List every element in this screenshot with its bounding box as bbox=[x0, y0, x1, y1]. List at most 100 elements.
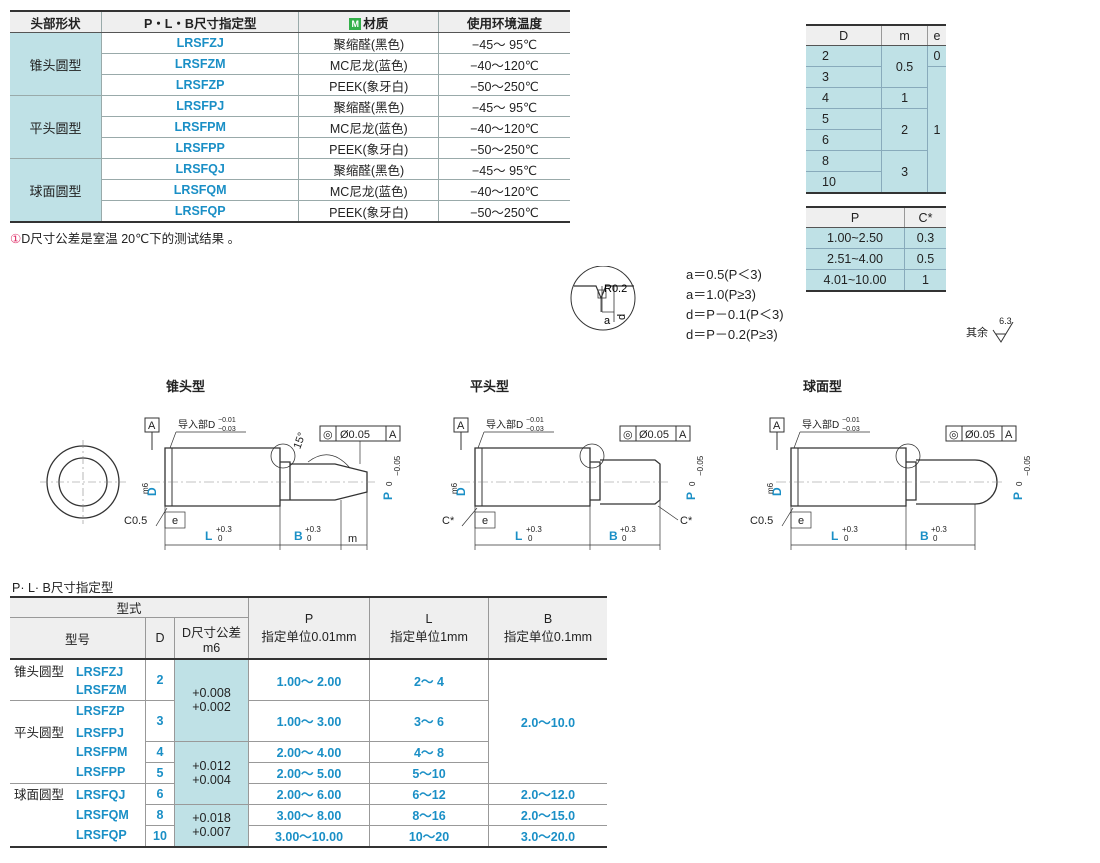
end-view-diagram bbox=[40, 440, 126, 524]
model-code: LRSFZP bbox=[76, 704, 125, 718]
table-row: 平头圆型 LRSFPJ 聚缩醛(黑色) −45～ 95℃ bbox=[10, 95, 570, 159]
p-tol-upper: 0 bbox=[1015, 481, 1024, 486]
header-plb-type: P・L・B尺寸指定型 bbox=[100, 10, 299, 33]
model-cell: LRSFQP bbox=[10, 825, 146, 848]
tol-lower: +0.004 bbox=[192, 772, 231, 787]
model-code: LRSFQM bbox=[100, 179, 299, 201]
b-value: 2.0～12.0 bbox=[488, 783, 607, 805]
note-text: D尺寸公差是室温 20℃下的测试结果 。 bbox=[21, 232, 241, 246]
concentricity-datum: A bbox=[1005, 429, 1013, 441]
table-row: LRSFPP 5 2.00～ 5.00 5～10 bbox=[10, 762, 607, 784]
header-l-unit: 指定单位1mm bbox=[390, 629, 468, 644]
table-row: LRSFZP 3 1.00～ 3.00 3～ 6 bbox=[10, 700, 607, 742]
model-code: LRSFQP bbox=[76, 828, 127, 843]
cstar-right-label: C* bbox=[680, 515, 693, 527]
concentricity-datum: A bbox=[389, 429, 397, 441]
p-tol-lower: −0.05 bbox=[1023, 455, 1030, 476]
b-value: 3.0～20.0 bbox=[488, 825, 607, 848]
temperature: −50～250℃ bbox=[438, 74, 570, 96]
d-dim-sub: m6 bbox=[141, 482, 150, 494]
groove-detail-diagram: R0.2 a d bbox=[570, 266, 636, 331]
d-value: 3 bbox=[145, 700, 175, 742]
tol-value: +0.012 +0.004 bbox=[174, 741, 249, 805]
l-value: 6～12 bbox=[369, 783, 489, 805]
temperature: −40～120℃ bbox=[438, 53, 570, 75]
l-value: 5～10 bbox=[369, 762, 489, 784]
header-p: P bbox=[806, 206, 905, 228]
d-value: 8 bbox=[145, 804, 175, 826]
roughness-symbol-icon: 6.3 bbox=[991, 316, 1015, 343]
table-row: LRSFPM MC尼龙(蓝色) −40～120℃ bbox=[10, 116, 570, 138]
l-tol-lower: 0 bbox=[218, 534, 223, 543]
model-code: LRSFPJ bbox=[76, 725, 124, 740]
header-b-title: B bbox=[543, 611, 553, 626]
flat-type-drawing: A 导入部D −0.01 −0.03 ◎ Ø0.05 A D m6 P 0 −0… bbox=[442, 417, 705, 550]
header-d: D bbox=[145, 617, 175, 660]
b-tol-upper: +0.3 bbox=[620, 525, 636, 534]
d-value: 5 bbox=[145, 762, 175, 784]
model-cell: LRSFPM bbox=[10, 741, 146, 762]
ball-type-drawing: A 导入部D −0.01 −0.03 ◎ Ø0.05 A D m6 P 0 −0… bbox=[750, 417, 1030, 550]
model-code: LRSFZJ bbox=[76, 664, 124, 679]
model-code: LRSFQJ bbox=[76, 788, 126, 803]
l-value: 3～ 6 bbox=[369, 700, 489, 742]
model-cell: LRSFZM bbox=[10, 680, 146, 701]
b-tol-upper: +0.3 bbox=[931, 525, 947, 534]
d-value: 10 bbox=[806, 171, 882, 194]
shape-flat: 平头圆型 bbox=[10, 95, 102, 159]
temperature: −45～ 95℃ bbox=[438, 95, 570, 117]
note-mark-icon: ① bbox=[10, 232, 22, 246]
cone-angle: 15° bbox=[291, 431, 308, 451]
table-row: LRSFQM 8 +0.018 +0.007 3.00～ 8.00 8～16 2… bbox=[10, 804, 607, 848]
header-b-unit: 指定单位0.1mm bbox=[503, 629, 593, 644]
header-tol-grade: m6 bbox=[202, 640, 221, 655]
header-head-shape: 头部形状 bbox=[10, 10, 102, 33]
lead-tol-upper: −0.01 bbox=[526, 417, 544, 424]
material: 聚缩醛(黑色) bbox=[298, 158, 439, 180]
model-code: LRSFPM bbox=[100, 116, 299, 138]
model-cell: LRSFQM bbox=[10, 804, 146, 825]
temperature: −50～250℃ bbox=[438, 137, 570, 159]
formula-line: a＝0.5(P＜3) bbox=[686, 267, 762, 282]
prefix-cone: 锥头圆型 bbox=[14, 664, 65, 679]
prefix-flat: 平头圆型 bbox=[14, 725, 65, 740]
p-dim-label: P bbox=[381, 492, 395, 500]
concentricity-datum: A bbox=[679, 429, 687, 441]
shape-cone: 锥头圆型 bbox=[10, 32, 102, 96]
p-value: 1.00～ 3.00 bbox=[248, 700, 370, 742]
table-row: 球面圆型 LRSFQJ 聚缩醛(黑色) −45～ 95℃ bbox=[10, 158, 570, 223]
p-dim-label: P bbox=[1011, 492, 1025, 500]
material: MC尼龙(蓝色) bbox=[298, 53, 439, 75]
l-dim-label: L bbox=[205, 529, 212, 543]
tol-upper: +0.012 bbox=[192, 758, 231, 773]
temperature: −45～ 95℃ bbox=[438, 32, 570, 54]
m-value: 3 bbox=[881, 150, 928, 194]
d-value: 4 bbox=[145, 741, 175, 763]
plb-table: 型式 P 指定单位0.01mm L 指定单位1mm B 指定单位0.1mm 型号… bbox=[10, 596, 607, 848]
groove-formulas: a＝0.5(P＜3) a＝1.0(P≥3) d＝P－0.1(P＜3) d＝P－0… bbox=[686, 265, 784, 345]
tol-lower: +0.007 bbox=[192, 825, 231, 839]
lead-tol-upper: −0.01 bbox=[218, 417, 236, 424]
d-value: 6 bbox=[145, 783, 175, 805]
model-code: LRSFPJ bbox=[100, 95, 299, 117]
groove-d-label: d bbox=[616, 314, 628, 320]
p-range: 1.00~2.50 bbox=[806, 227, 905, 249]
d-dim-label: D bbox=[454, 487, 468, 496]
model-code: LRSFZM bbox=[76, 683, 127, 697]
d-value: 2 bbox=[145, 659, 175, 701]
lead-in-label: 导入部D bbox=[486, 418, 523, 431]
b-tol-upper: +0.3 bbox=[305, 525, 321, 534]
d-value: 3 bbox=[806, 66, 882, 88]
tol-value: +0.008 +0.002 bbox=[174, 659, 249, 742]
table-row: LRSFQP 10 3.00～10.00 10～20 3.0～20.0 bbox=[10, 825, 607, 848]
b-tol-lower: 0 bbox=[307, 534, 312, 543]
header-temperature: 使用环境温度 bbox=[438, 10, 570, 33]
groove-r-label: R0.2 bbox=[604, 283, 627, 295]
e-dim-label: e bbox=[172, 515, 178, 527]
header-tol-title: D尺寸公差 bbox=[181, 625, 242, 640]
material: PEEK(象牙白) bbox=[298, 200, 439, 223]
